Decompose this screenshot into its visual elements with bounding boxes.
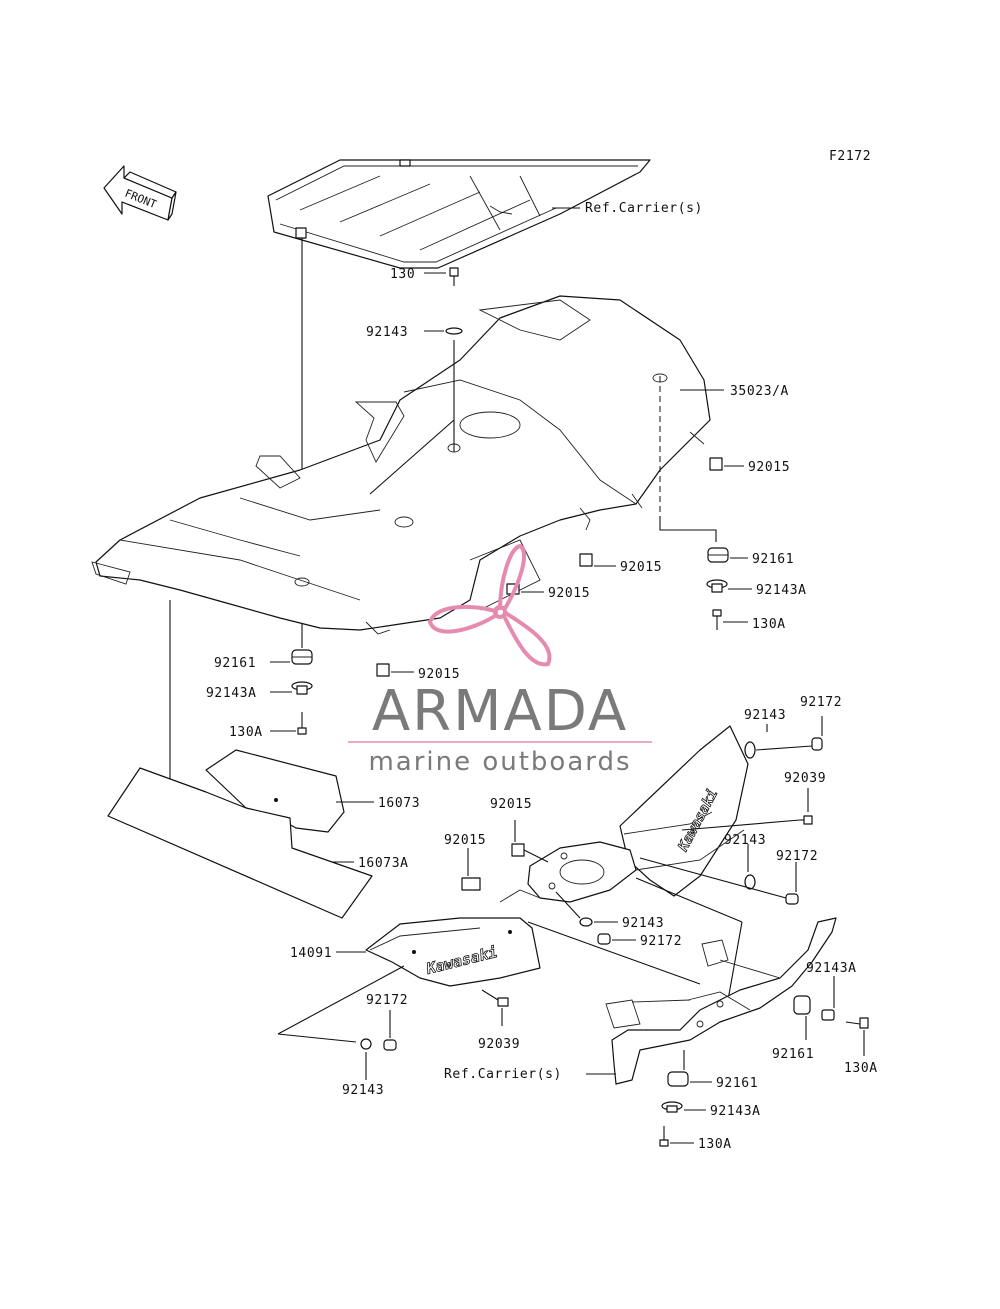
side-cover-right: Kawasaki — [619, 725, 749, 897]
rear-carrier-top — [267, 159, 651, 269]
grommet-92161-b — [667, 1071, 689, 1087]
collar-92143A-b — [661, 1101, 683, 1113]
label-92039-r: 92039 — [784, 771, 826, 786]
washer-92143-r2 — [744, 874, 756, 890]
clip-92015-d — [376, 663, 390, 677]
screw-92172-c — [597, 933, 611, 945]
screw-92039-r — [800, 815, 813, 825]
screw-92172-r2 — [785, 893, 799, 905]
label-16073: 16073 — [378, 796, 420, 811]
label-92143A-br: 92143A — [806, 961, 857, 976]
bolt-130A-br — [845, 1017, 869, 1029]
clip-92015-b — [579, 553, 593, 567]
center-bracket — [499, 829, 745, 903]
label-92143-top: 92143 — [366, 325, 408, 340]
label-92161-left: 92161 — [214, 656, 256, 671]
label-92015-f: 92015 — [444, 833, 486, 848]
screw-92172-l — [383, 1039, 397, 1051]
label-92172-c: 92172 — [640, 934, 682, 949]
label-92143A-right: 92143A — [756, 583, 807, 598]
collar-92143A-left — [291, 681, 313, 695]
label-92143-l: 92143 — [342, 1083, 384, 1098]
washer-92143-top — [445, 327, 463, 335]
lower-carrier-bracket — [605, 917, 837, 1085]
collar-92143A-br — [821, 1009, 835, 1021]
label-92161-right: 92161 — [752, 552, 794, 567]
label-16073A: 16073A — [358, 856, 409, 871]
label-ref-carrier-top: Ref.Carrier(s) — [585, 201, 703, 216]
washer-92143-c — [579, 917, 593, 927]
washer-92143-l — [360, 1038, 372, 1050]
label-92015-d: 92015 — [418, 667, 460, 682]
label-92015-b: 92015 — [620, 560, 662, 575]
clip-92015-e — [511, 843, 525, 857]
grommet-92161-left — [291, 649, 313, 665]
collar-92143A-right — [706, 579, 728, 593]
armada-watermark: ARMADA marine outboards — [348, 543, 652, 777]
front-arrow-icon: FRONT — [103, 165, 177, 221]
label-92039-c: 92039 — [478, 1037, 520, 1052]
clip-92015-f — [461, 877, 481, 891]
label-92172-l: 92172 — [366, 993, 408, 1008]
propeller-icon — [427, 543, 552, 667]
grommet-92161-right — [707, 547, 729, 563]
label-92161-b: 92161 — [716, 1076, 758, 1091]
label-35023: 35023/A — [730, 384, 789, 399]
label-130A-right: 130A — [752, 617, 786, 632]
figure-id: F2172 — [829, 149, 871, 164]
screw-92039-c — [497, 997, 509, 1007]
label-ref-carrier-bottom: Ref.Carrier(s) — [444, 1067, 562, 1082]
watermark-tagline: marine outboards — [368, 747, 631, 777]
washer-92143-r1 — [744, 741, 756, 759]
label-92143-r2: 92143 — [724, 833, 766, 848]
label-92143-c: 92143 — [622, 916, 664, 931]
label-92172-r2: 92172 — [776, 849, 818, 864]
label-130A-left: 130A — [229, 725, 263, 740]
label-130A-b: 130A — [698, 1137, 732, 1152]
label-92015-c: 92015 — [548, 586, 590, 601]
bolt-130-top — [449, 267, 459, 286]
label-92143A-b: 92143A — [710, 1104, 761, 1119]
label-92172-r1: 92172 — [800, 695, 842, 710]
mudflap-16073A — [107, 767, 373, 919]
label-14091: 14091 — [290, 946, 332, 961]
side-cover-left: Kawasaki — [365, 917, 541, 987]
label-92143-r1: 92143 — [744, 708, 786, 723]
label-92143A-left: 92143A — [206, 686, 257, 701]
watermark-brand: ARMADA — [372, 679, 628, 744]
label-130-top: 130 — [390, 267, 415, 282]
label-92015-a: 92015 — [748, 460, 790, 475]
label-92015-e: 92015 — [490, 797, 532, 812]
label-92161-br: 92161 — [772, 1047, 814, 1062]
bolt-130A-left — [297, 712, 307, 735]
label-130A-br: 130A — [844, 1061, 878, 1076]
bolt-130A-b — [659, 1126, 669, 1147]
bolt-130A-right — [712, 609, 722, 630]
grommet-92161-br — [793, 995, 811, 1015]
rear-fender — [91, 295, 711, 635]
clip-92015-a — [709, 457, 723, 471]
screw-92172-r1 — [811, 737, 823, 751]
